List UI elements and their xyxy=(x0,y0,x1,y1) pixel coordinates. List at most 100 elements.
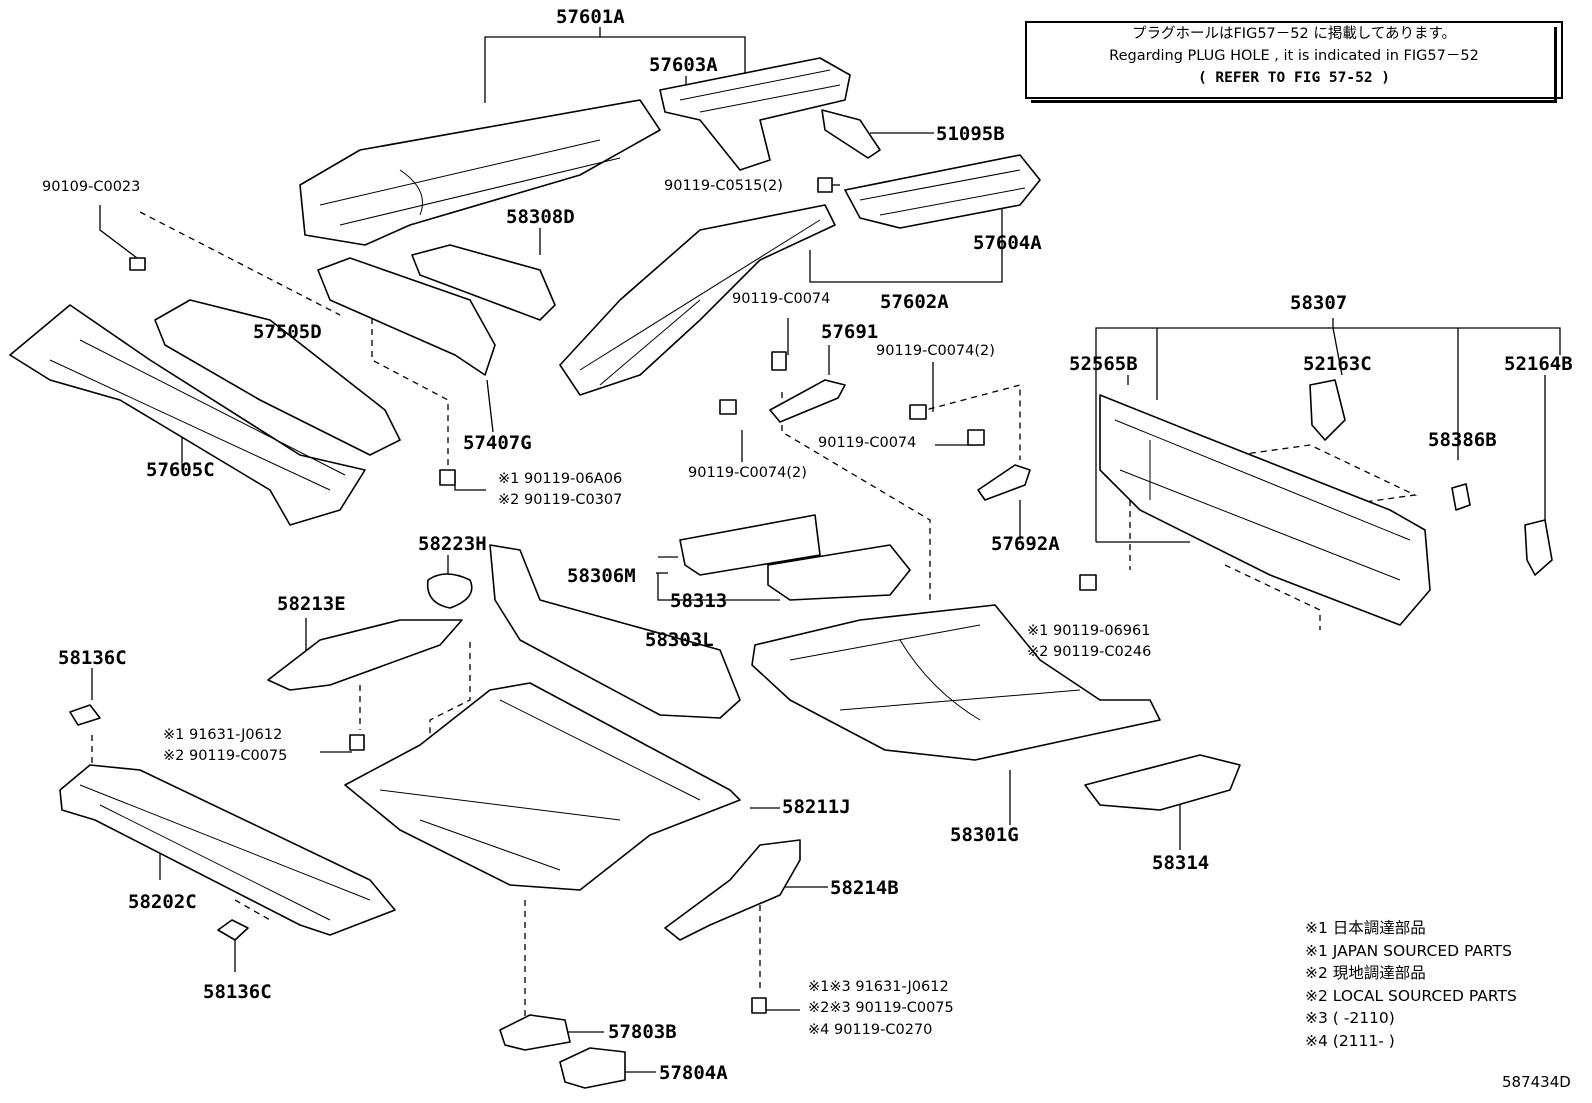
part-57603A xyxy=(659,57,851,171)
part-51095B xyxy=(821,109,881,159)
label-bolt-d-1[interactable]: ※1※3 91631-J0612 xyxy=(808,979,949,995)
part-57601A xyxy=(299,99,661,246)
part-58308D xyxy=(411,244,556,321)
label-52565B[interactable]: 52565B xyxy=(1069,353,1138,375)
part-58202C xyxy=(59,764,396,936)
label-52163C[interactable]: 52163C xyxy=(1303,353,1372,375)
label-90119-C0074-mid[interactable]: 90119-C0074 xyxy=(818,435,917,451)
legend-item: ※4 (2111- ) xyxy=(1305,1031,1395,1050)
part-57691 xyxy=(769,379,846,423)
label-57804A[interactable]: 57804A xyxy=(659,1062,728,1084)
label-58307[interactable]: 58307 xyxy=(1290,292,1348,314)
part-58306M xyxy=(679,514,821,576)
legend-item: ※2 現地調達部品 xyxy=(1305,964,1426,982)
leader-lines xyxy=(91,27,1561,1073)
label-58306M[interactable]: 58306M xyxy=(567,565,636,587)
label-57604A[interactable]: 57604A xyxy=(973,232,1042,254)
label-bolt-b-2[interactable]: ※2 90119-C0246 xyxy=(1027,644,1152,660)
label-57605C[interactable]: 57605C xyxy=(146,459,215,481)
part-58313 xyxy=(767,544,911,601)
part-52565B xyxy=(1099,394,1431,626)
part-57407G xyxy=(317,257,496,376)
bolt-0074-top xyxy=(771,351,787,371)
part-57505D xyxy=(154,299,401,456)
label-90119-C0074-2-right[interactable]: 90119-C0074(2) xyxy=(876,343,995,359)
label-bolt-c-2[interactable]: ※2 90119-C0075 xyxy=(163,748,288,764)
bolt-58213E xyxy=(349,734,365,751)
part-57605C xyxy=(9,304,366,526)
bolt-0515 xyxy=(817,177,833,193)
part-58303L xyxy=(489,544,741,719)
part-58211J xyxy=(344,682,741,891)
bolt-0074-left xyxy=(719,399,737,415)
part-58301G xyxy=(751,604,1161,761)
label-58303L[interactable]: 58303L xyxy=(645,629,714,651)
label-57603A[interactable]: 57603A xyxy=(649,54,718,76)
label-57803B[interactable]: 57803B xyxy=(608,1021,677,1043)
label-58214B[interactable]: 58214B xyxy=(830,877,899,899)
part-58136C-top xyxy=(69,704,101,726)
bolt-90109-C0023 xyxy=(129,257,146,271)
legend: ※1 日本調達部品 ※1 JAPAN SOURCED PARTS ※2 現地調達… xyxy=(1305,917,1517,1052)
label-58136C-top[interactable]: 58136C xyxy=(58,647,127,669)
legend-item: ※1 日本調達部品 xyxy=(1305,919,1426,937)
legend-item: ※1 JAPAN SOURCED PARTS xyxy=(1305,941,1512,960)
plug-hole-note: プラグホールはFIG57－52 に掲載してあります。 Regarding PLU… xyxy=(1025,21,1563,103)
part-58214B xyxy=(664,839,801,941)
bolt-58214B xyxy=(751,997,767,1014)
label-90109-C0023[interactable]: 90109-C0023 xyxy=(42,179,141,195)
note-line-1: プラグホールはFIG57－52 に掲載してあります。 xyxy=(1131,26,1457,42)
legend-item: ※3 ( -2110) xyxy=(1305,1009,1395,1027)
label-57407G[interactable]: 57407G xyxy=(463,432,532,454)
label-58213E[interactable]: 58213E xyxy=(277,593,346,615)
note-line-3: ( REFER TO FIG 57-52 ) xyxy=(1197,70,1391,86)
label-bolt-a-1[interactable]: ※1 90119-06A06 xyxy=(498,471,623,487)
part-58223H xyxy=(426,573,473,609)
part-52163C xyxy=(1309,379,1346,441)
bolt-0074-mid xyxy=(967,429,985,446)
label-58308D[interactable]: 58308D xyxy=(506,206,575,228)
bolt-0074-right xyxy=(909,404,927,420)
legend-item: ※2 LOCAL SOURCED PARTS xyxy=(1305,986,1517,1005)
part-57604A xyxy=(844,154,1041,229)
label-58211J[interactable]: 58211J xyxy=(782,796,851,818)
label-bolt-d-2[interactable]: ※2※3 90119-C0075 xyxy=(808,1000,954,1016)
part-57804A xyxy=(559,1047,626,1089)
label-57691[interactable]: 57691 xyxy=(821,321,879,343)
part-58386B xyxy=(1451,483,1471,511)
label-58136C-bottom[interactable]: 58136C xyxy=(203,981,272,1003)
note-line-2: Regarding PLUG HOLE , it is indicated in… xyxy=(1109,48,1479,64)
label-bolt-c-1[interactable]: ※1 91631-J0612 xyxy=(163,727,283,743)
label-57602A[interactable]: 57602A xyxy=(880,291,949,313)
label-90119-C0074-2-left[interactable]: 90119-C0074(2) xyxy=(688,465,807,481)
label-bolt-d-3[interactable]: ※4 90119-C0270 xyxy=(808,1022,933,1038)
part-58314 xyxy=(1084,754,1241,811)
label-51095B[interactable]: 51095B xyxy=(936,123,1005,145)
label-58314[interactable]: 58314 xyxy=(1152,852,1210,874)
label-90119-C0074-top[interactable]: 90119-C0074 xyxy=(732,291,831,307)
label-58313[interactable]: 58313 xyxy=(670,590,728,612)
part-52164B xyxy=(1524,519,1553,576)
label-57692A[interactable]: 57692A xyxy=(991,533,1060,555)
label-bolt-a-2[interactable]: ※2 90119-C0307 xyxy=(498,492,623,508)
label-58386B[interactable]: 58386B xyxy=(1428,429,1497,451)
label-bolt-b-1[interactable]: ※1 90119-06961 xyxy=(1027,623,1151,639)
label-57505D[interactable]: 57505D xyxy=(253,321,322,343)
label-58301G[interactable]: 58301G xyxy=(950,824,1019,846)
label-58223H[interactable]: 58223H xyxy=(418,533,487,555)
part-shapes xyxy=(9,57,1553,1089)
label-58202C[interactable]: 58202C xyxy=(128,891,197,913)
label-52164B[interactable]: 52164B xyxy=(1504,353,1573,375)
part-58213E xyxy=(267,619,463,691)
label-57601A[interactable]: 57601A xyxy=(556,6,625,28)
part-57803B xyxy=(499,1014,571,1051)
bolt-90119-06961 xyxy=(1079,574,1097,591)
part-57602A xyxy=(559,204,836,396)
part-58136C-bottom xyxy=(217,919,249,941)
figure-number: 587434D xyxy=(1502,1073,1571,1091)
bolt-57407G xyxy=(439,469,456,486)
label-90119-C0515[interactable]: 90119-C0515(2) xyxy=(664,178,783,194)
part-57692A xyxy=(977,464,1031,501)
